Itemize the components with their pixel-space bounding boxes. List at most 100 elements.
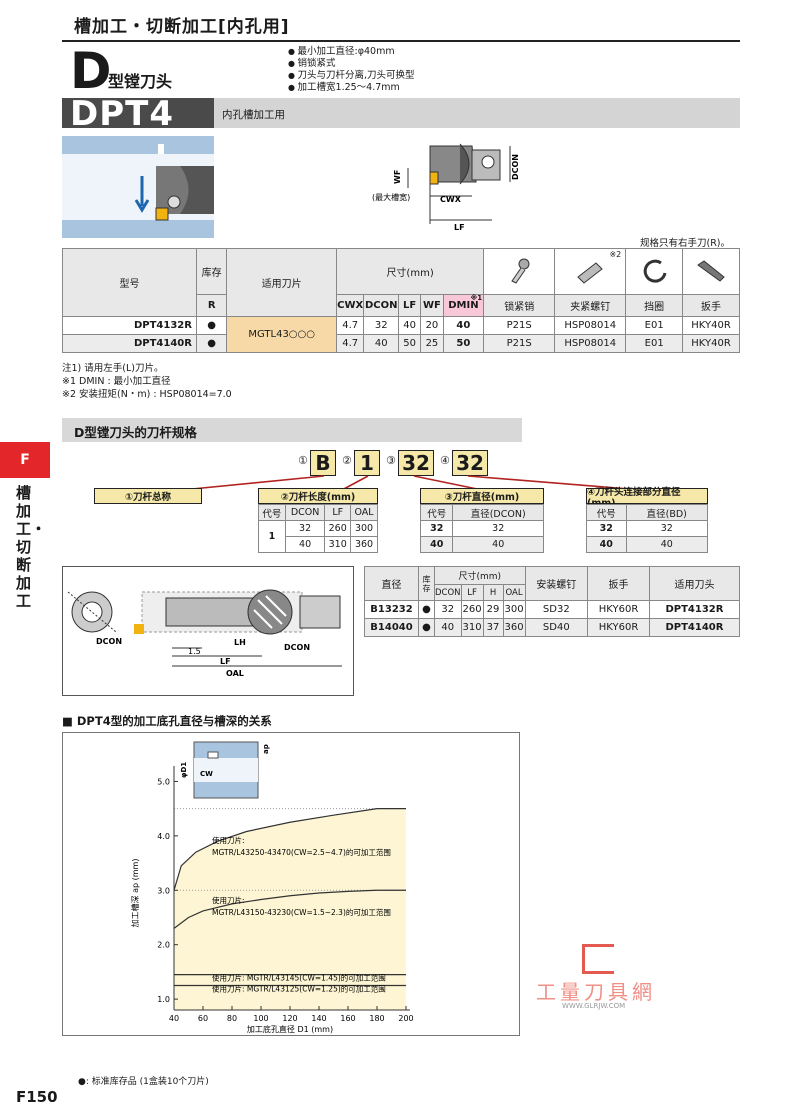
bar-row-oal: 300 <box>502 600 526 619</box>
bar-row-head: DPT4140R <box>648 618 741 637</box>
row-stock: ● <box>195 316 228 335</box>
col-wrench: 扳手 <box>682 294 740 317</box>
cwx-label: CWX <box>440 195 462 204</box>
x-axis-label: 加工底孔直径 D1 (mm) <box>247 1024 333 1034</box>
stock-legend: ●: 标准库存品 (1盒装10个刀片) <box>78 1077 209 1087</box>
code-mark: ④ <box>440 454 450 467</box>
feature-item: 加工槽宽1.25～4.7mm <box>288 82 415 94</box>
row-stock: ● <box>195 334 228 353</box>
note-mark-2: ※2 <box>609 250 622 259</box>
feature-list: 最小加工直径:φ40mm 销锁紧式 刀头与刀杆分离,刀头可换型 加工槽宽1.25… <box>288 46 415 94</box>
inset-bore <box>194 758 258 782</box>
inset-d1-label: φD1 <box>180 762 188 778</box>
col-dmin-label: DMIN <box>448 300 479 311</box>
wf-label: WF <box>393 170 402 184</box>
row-dmin: 40 <box>442 316 485 335</box>
watermark-logo-icon <box>582 944 614 974</box>
bar-col-dia: 直径 <box>364 566 419 601</box>
col-cwx: CWX <box>335 294 365 317</box>
row-ring: E01 <box>625 316 684 335</box>
len-h-dcon: DCON <box>284 504 326 521</box>
x-tick-label: 40 <box>169 1014 179 1023</box>
len-h-lf: LF <box>324 504 352 521</box>
row-cwx: 4.7 <box>335 334 365 353</box>
col-stock: 库存 <box>195 248 228 295</box>
hex-wrench-icon <box>682 248 740 295</box>
row-wf: 25 <box>420 334 444 353</box>
series-line-2 <box>173 889 406 929</box>
right-hand-note: 规格只有右手刀(R)。 <box>640 238 731 249</box>
bore-illustration <box>62 136 214 238</box>
feature-item: 销锁紧式 <box>288 58 415 70</box>
code-connector-lines <box>181 475 643 491</box>
series-label: 使用刀片: <box>212 895 245 905</box>
row-screw: HSP08014 <box>554 334 627 353</box>
bar-col-oal: OAL <box>502 584 526 601</box>
series-label: MGTR/L43150-43230(CW=1.5~2.3)的可加工范围 <box>212 907 391 917</box>
series-label: 使用刀片: MGTR/L43145(CW=1.45)的可加工范围 <box>212 973 386 983</box>
dia-h-dia: 直径(DCON) <box>452 504 544 521</box>
x-tick-label: 180 <box>369 1014 384 1023</box>
row-pin: P21S <box>483 334 556 353</box>
label-holder-length: ②刀杆长度(mm) <box>258 488 378 504</box>
len-cell: 310 <box>324 536 352 553</box>
x-tick-label: 60 <box>198 1014 208 1023</box>
bar-col-dcon: DCON <box>434 584 462 601</box>
conn-h-code: 代号 <box>586 504 627 521</box>
series-label: 使用刀片: <box>212 835 245 845</box>
y-tick-label: 3.0 <box>157 886 170 895</box>
x-tick-label: 160 <box>340 1014 355 1023</box>
bar-row-wrench: HKY60R <box>587 618 650 637</box>
len-code: 1 <box>258 520 286 553</box>
note-mark-1: ※1 <box>470 294 483 302</box>
bar-row-h: 37 <box>482 618 504 637</box>
row-model: DPT4132R <box>62 316 197 335</box>
bar-row-wrench: HKY60R <box>587 600 650 619</box>
bar-row-stock: ● <box>418 618 435 637</box>
bar-lf-label: LF <box>220 657 231 666</box>
col-lf: LF <box>397 294 422 317</box>
len-cell: 40 <box>284 536 326 553</box>
y-tick-label: 2.0 <box>157 941 170 950</box>
row-lf: 50 <box>397 334 422 353</box>
dia-cell: 32 <box>452 520 544 537</box>
code-mark: ② <box>342 454 352 467</box>
inset-ap-label: ap <box>262 744 270 754</box>
bar-row-lf: 310 <box>460 618 484 637</box>
section-heading: D型镗刀头的刀杆规格 <box>62 418 522 442</box>
row-dcon: 32 <box>363 316 399 335</box>
col-dmin: DMIN※1 <box>442 294 485 317</box>
col-insert: 适用刀片 <box>226 248 337 317</box>
watermark-url: WWW.GLRJW.COM <box>562 1002 626 1010</box>
row-wf: 20 <box>420 316 444 335</box>
code-mark: ③ <box>386 454 396 467</box>
conn-cell: 40 <box>586 536 627 553</box>
len-cell: 360 <box>350 536 378 553</box>
watermark-text: 工量刀具網 <box>536 980 656 1004</box>
y-tick-label: 5.0 <box>157 777 170 786</box>
bar-lh-label: LH <box>234 638 246 647</box>
bar-col-h: H <box>482 584 504 601</box>
y-tick-label: 1.0 <box>157 995 170 1004</box>
bar-col-head: 适用刀头 <box>648 566 741 601</box>
code-part-b: B <box>310 450 336 476</box>
label-holder-name: ①刀杆总称 <box>94 488 202 504</box>
series-label: MGTR/L43250-43470(CW=2.5~4.7)的可加工范围 <box>212 847 391 857</box>
dia-cell: 40 <box>452 536 544 553</box>
applicable-insert: MGTL43○○○ <box>226 316 337 353</box>
bar-dcon2-label: DCON <box>284 643 310 652</box>
feature-item: 最小加工直径:φ40mm <box>288 46 415 58</box>
label-connection-diameter: ④刀杆头连接部分直径(mm) <box>586 487 708 509</box>
code-part-length: 1 <box>354 450 380 476</box>
lf-label: LF <box>454 223 465 232</box>
bar-row-screw: SD40 <box>524 618 589 637</box>
table-row: DPT4132R ● MGTL43○○○ 4.7 32 40 20 40 P21… <box>62 316 740 353</box>
bar-row-screw: SD32 <box>524 600 589 619</box>
